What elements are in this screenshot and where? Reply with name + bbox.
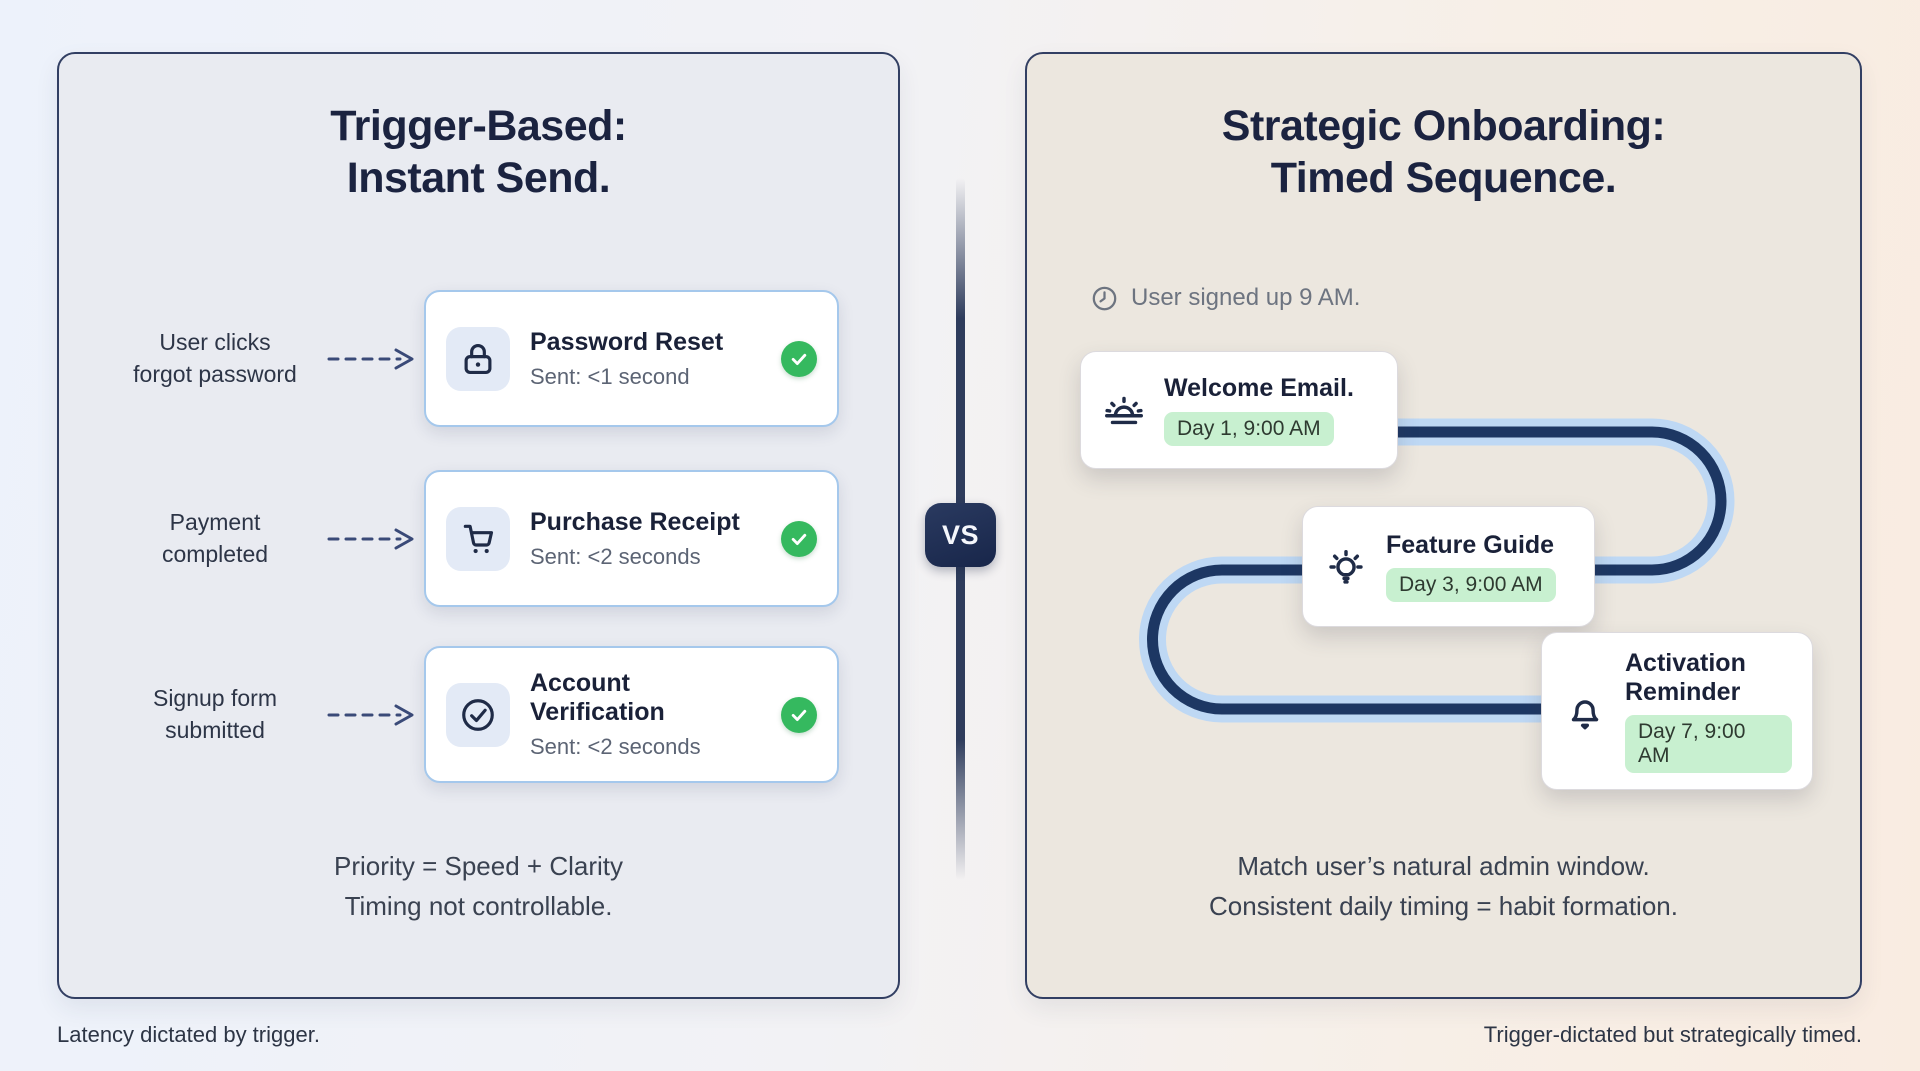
card-text: Account Verification Sent: <2 seconds (530, 669, 761, 760)
lock-icon (446, 326, 510, 391)
right-panel-summary: Match user’s natural admin window. Consi… (1027, 846, 1860, 927)
trigger-label-line1: User clicks (159, 329, 271, 356)
trigger-label: Payment completed (105, 507, 325, 569)
step-card-welcome-email: Welcome Email. Day 1, 9:00 AM (1080, 351, 1398, 469)
vs-label: VS (941, 519, 980, 550)
circle-check-icon (446, 682, 510, 747)
step-day-badge: Day 7, 9:00 AM (1625, 715, 1792, 774)
vs-badge: VS (925, 503, 996, 567)
trigger-label-line2: submitted (165, 716, 265, 743)
left-panel-title: Trigger-Based: Instant Send. (59, 100, 898, 205)
left-summary-line2: Timing not controllable. (344, 891, 613, 922)
check-badge-icon (781, 520, 817, 557)
right-panel-title: Strategic Onboarding: Timed Sequence. (1027, 100, 1860, 205)
trigger-row-purchase-receipt: Payment completed Purchase Receipt Sent:… (105, 470, 865, 607)
step-card-activation-reminder: Activation Reminder Day 7, 9:00 AM (1541, 632, 1813, 790)
check-badge-icon (781, 340, 817, 377)
trigger-label-line1: Payment (169, 509, 261, 536)
signup-note: User signed up 9 AM. (1091, 284, 1360, 312)
trigger-label-line1: Signup form (152, 685, 277, 712)
trigger-label: Signup form submitted (105, 683, 325, 745)
email-card-password-reset: Password Reset Sent: <1 second (424, 290, 839, 427)
step-title: Feature Guide (1386, 530, 1555, 559)
dashed-arrow-icon (325, 526, 422, 552)
email-card-account-verification: Account Verification Sent: <2 seconds (424, 646, 839, 783)
card-title: Purchase Receipt (530, 507, 740, 536)
trigger-label-line2: forgot password (133, 360, 297, 387)
step-text: Feature Guide Day 3, 9:00 AM (1386, 531, 1556, 603)
right-title-line1: Strategic Onboarding: (1221, 102, 1666, 150)
check-badge-icon (781, 696, 817, 733)
right-summary-line2: Consistent daily timing = habit formatio… (1209, 891, 1678, 922)
step-day-badge: Day 1, 9:00 AM (1164, 411, 1334, 446)
email-card-purchase-receipt: Purchase Receipt Sent: <2 seconds (424, 470, 839, 607)
left-footnote: Latency dictated by trigger. (57, 1022, 320, 1047)
clock-icon (1091, 285, 1118, 312)
step-text: Activation Reminder Day 7, 9:00 AM (1625, 649, 1792, 774)
left-summary-line1: Priority = Speed + Clarity (333, 851, 623, 881)
step-text: Welcome Email. Day 1, 9:00 AM (1164, 374, 1354, 446)
card-subtitle: Sent: <2 seconds (530, 734, 701, 759)
sunrise-icon (1101, 387, 1147, 433)
trigger-based-panel: Trigger-Based: Instant Send. User clicks… (57, 52, 900, 999)
bell-icon (1562, 688, 1608, 734)
step-title: Activation Reminder (1625, 648, 1746, 706)
step-title: Welcome Email. (1164, 374, 1354, 403)
right-footnote: Trigger-dictated but strategically timed… (1483, 1022, 1862, 1047)
card-text: Purchase Receipt Sent: <2 seconds (530, 508, 761, 570)
left-panel-summary: Priority = Speed + Clarity Timing not co… (59, 846, 898, 927)
card-title: Password Reset (530, 327, 724, 356)
card-subtitle: Sent: <2 seconds (530, 543, 701, 569)
trigger-row-account-verification: Signup form submitted Account Verificati… (105, 646, 865, 783)
trigger-row-password-reset: User clicks forgot password Password Res… (105, 290, 865, 427)
right-title-line2: Timed Sequence. (1270, 154, 1617, 203)
trigger-label: User clicks forgot password (105, 327, 325, 389)
step-day-badge: Day 3, 9:00 AM (1386, 568, 1556, 603)
signup-note-text: User signed up 9 AM. (1131, 284, 1361, 311)
lightbulb-icon (1323, 544, 1369, 590)
card-text: Password Reset Sent: <1 second (530, 328, 761, 390)
trigger-label-line2: completed (161, 540, 269, 567)
step-card-feature-guide: Feature Guide Day 3, 9:00 AM (1302, 506, 1595, 627)
left-title-line1: Trigger-Based: (330, 102, 627, 150)
right-summary-line1: Match user’s natural admin window. (1237, 851, 1650, 881)
card-subtitle: Sent: <1 second (530, 363, 690, 389)
strategic-onboarding-panel: Strategic Onboarding: Timed Sequence. Us… (1025, 52, 1862, 999)
card-title: Account Verification (530, 669, 665, 726)
dashed-arrow-icon (325, 702, 422, 728)
left-title-line2: Instant Send. (346, 154, 611, 203)
dashed-arrow-icon (325, 346, 422, 372)
cart-icon (446, 506, 510, 571)
